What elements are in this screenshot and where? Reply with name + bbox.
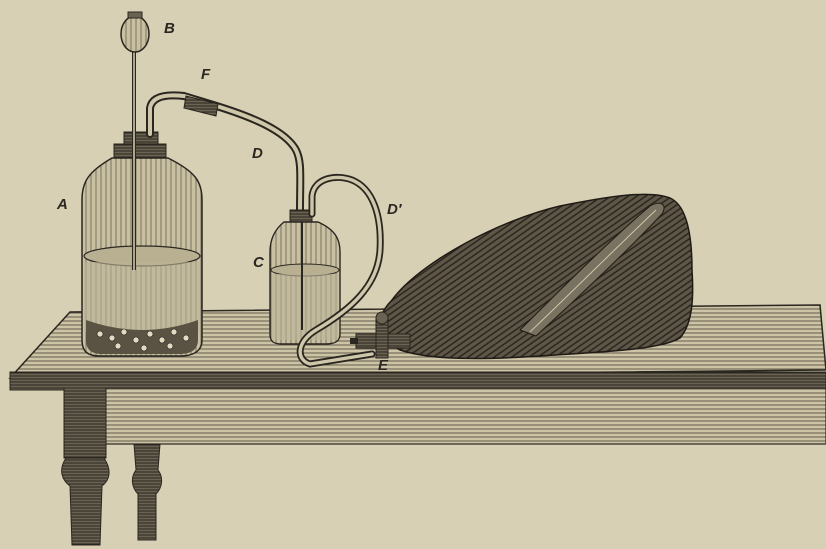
rubber-bag xyxy=(380,194,692,358)
table-apron xyxy=(10,372,826,390)
label-b: B xyxy=(164,21,175,36)
label-c: C xyxy=(253,255,264,270)
label-a: A xyxy=(57,197,68,212)
label-d: D xyxy=(252,146,263,161)
label-f: F xyxy=(201,67,210,82)
table-leg-front xyxy=(64,388,106,458)
label-d-prime: D′ xyxy=(387,202,401,217)
table-leg-front-turned xyxy=(62,458,109,545)
table-leg-back xyxy=(132,444,161,540)
label-e: E xyxy=(378,358,388,373)
bottle-a xyxy=(82,132,202,356)
table-side xyxy=(105,388,826,444)
